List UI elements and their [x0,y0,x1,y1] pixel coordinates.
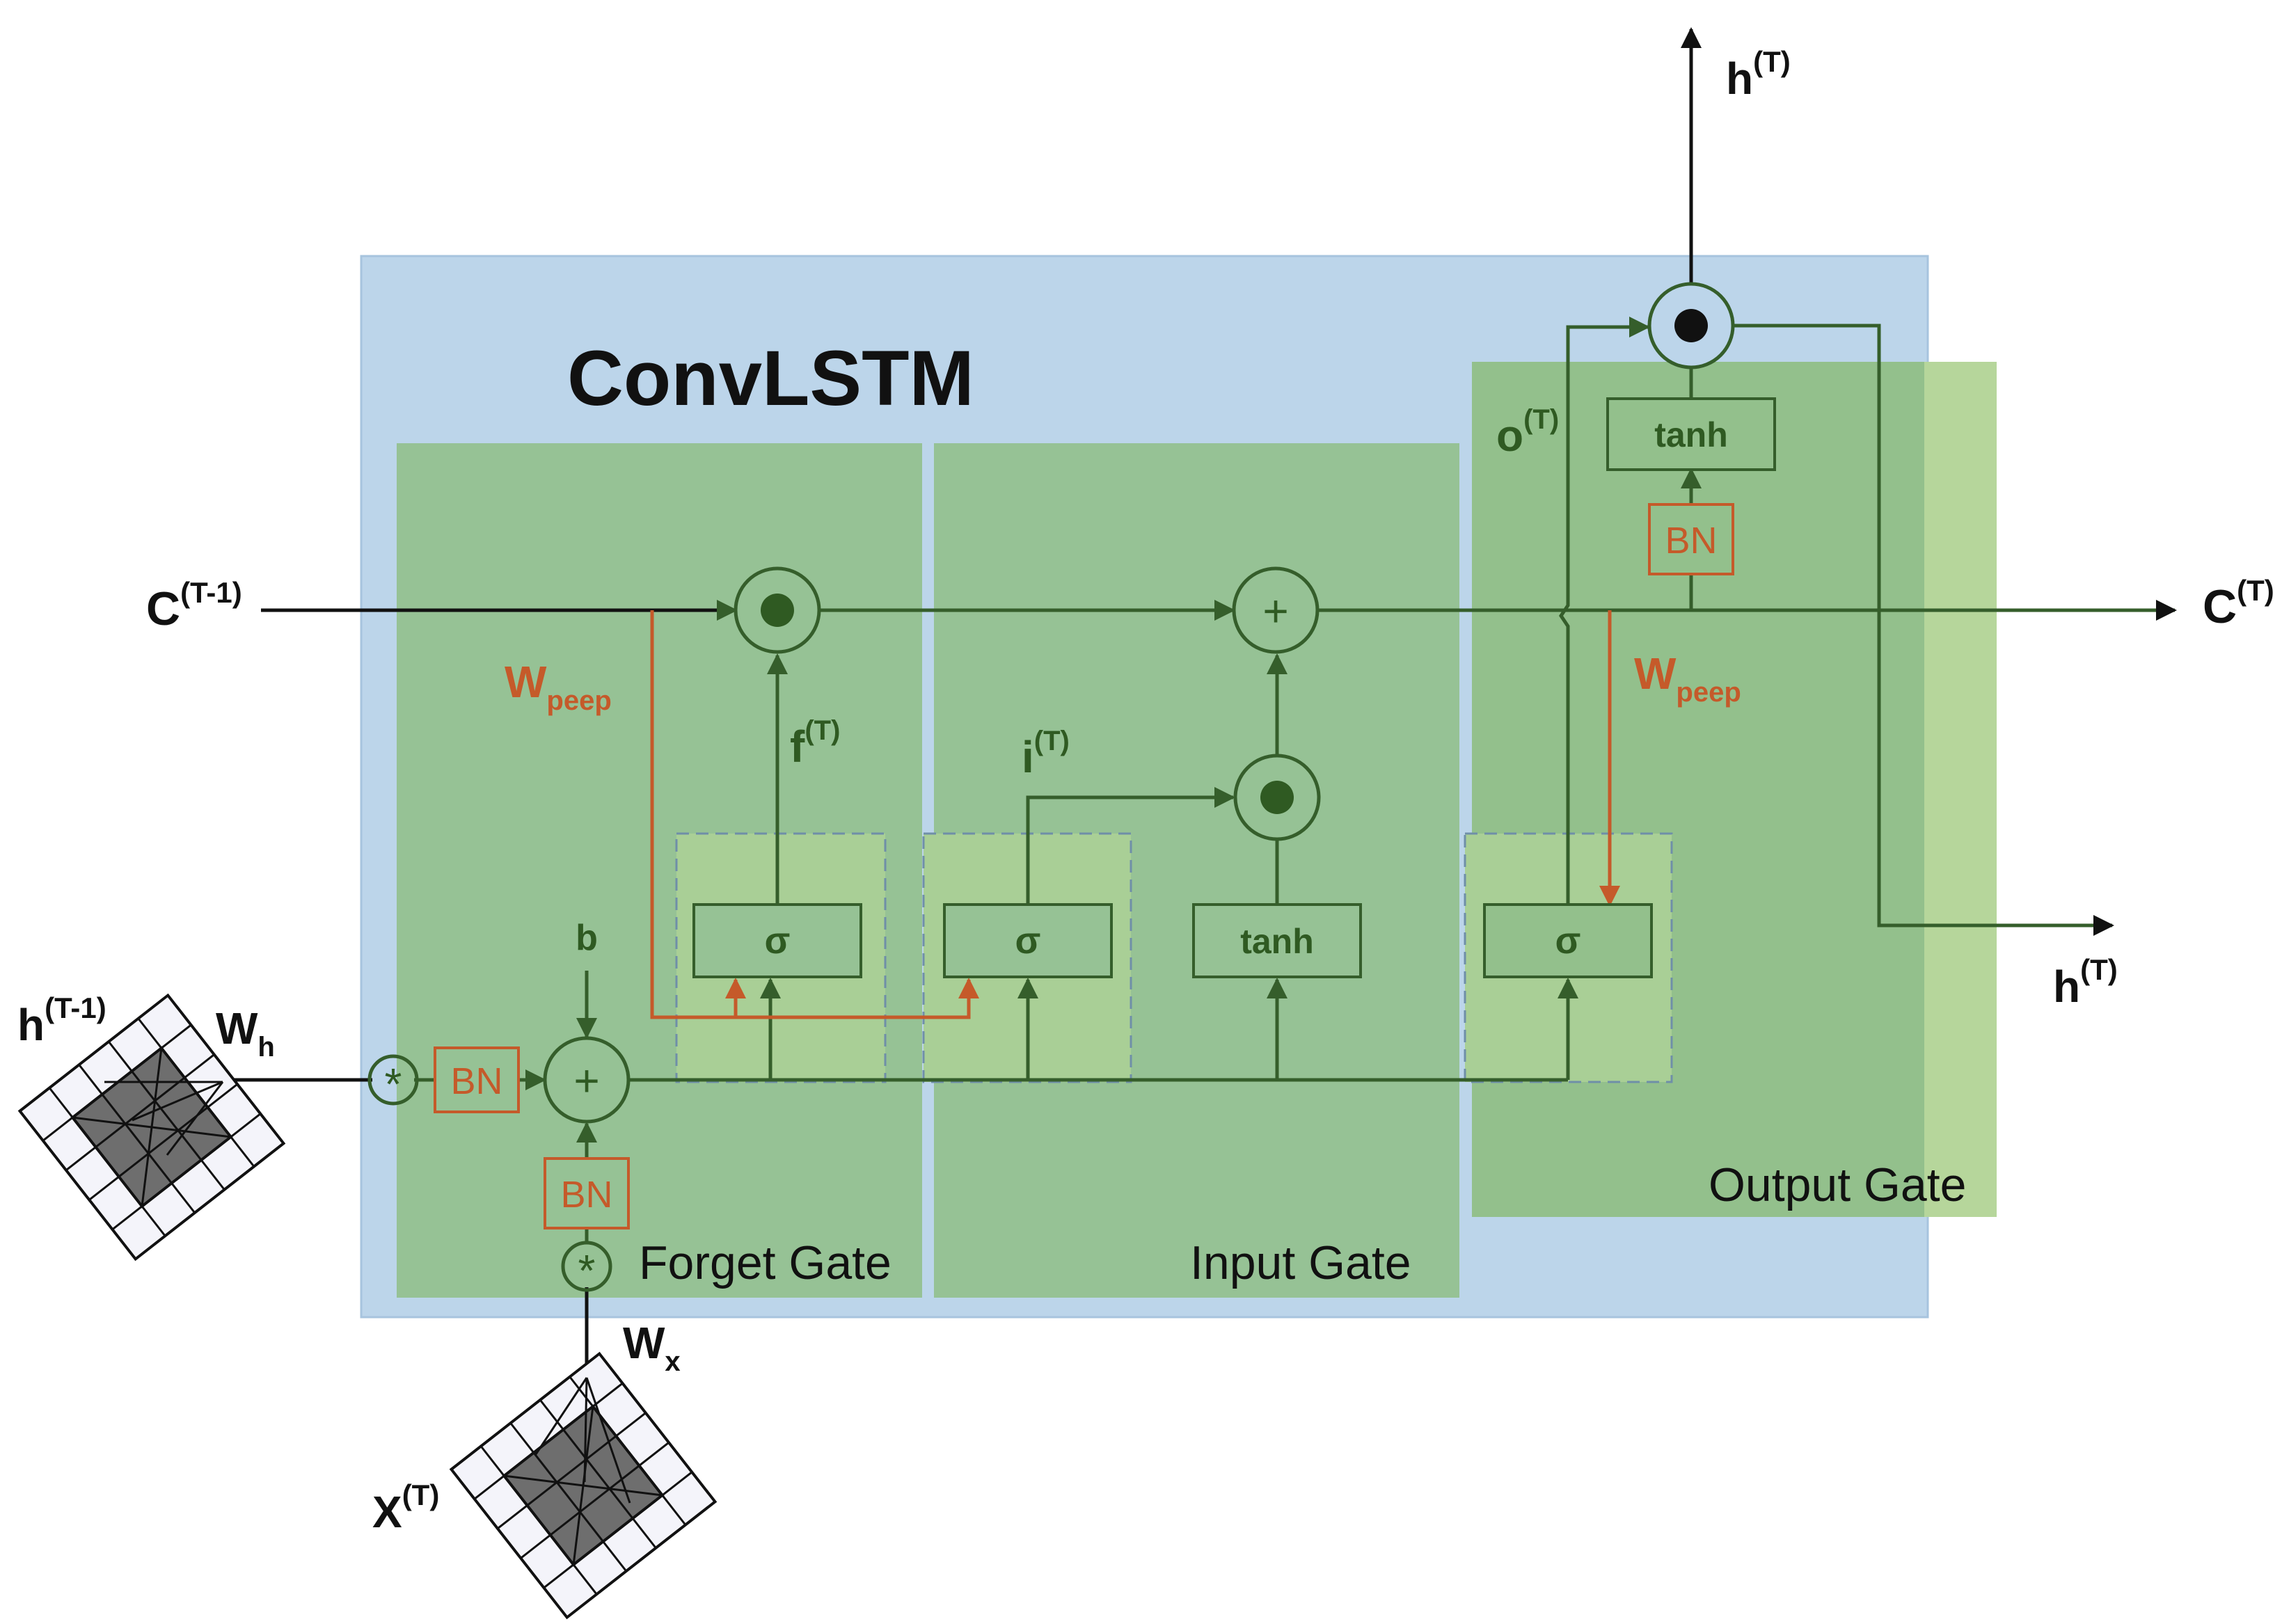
x-kernel-projection-2 [583,1377,588,1483]
svg-text:tanh: tanh [1240,922,1314,961]
h-out-top-label: h(T) [1726,45,1791,104]
i-line [1026,787,1235,905]
h-prev-label: h(T-1) [17,992,106,1050]
svg-text:*: * [578,1245,596,1296]
bn-box-cell: BN [1648,503,1734,575]
x-kernel-projection-1 [534,1377,588,1455]
input-multiply-node [1233,754,1321,841]
x-kernel-projection-3 [585,1377,631,1504]
f-label: f(T) [790,715,840,772]
w-peep-label-1: Wpeep [505,657,612,716]
w-peep-label-2: Wpeep [1634,648,1741,708]
output-sigma-box: σ [1483,903,1653,978]
x-conv-node: * [561,1241,612,1296]
x-kernel-grid-icon [449,1351,718,1620]
svg-text:BN: BN [450,1060,502,1102]
input-tanh-box: tanh [1192,903,1362,978]
forget-sigma-box: σ [692,903,862,978]
sum-plus-node: + [543,1036,631,1124]
svg-text:tanh: tanh [1654,415,1728,454]
x-in-label: X(T) [372,1479,439,1537]
input-gate-label: Input Gate [1190,1236,1411,1289]
h-conv-node: * [367,1054,419,1109]
peephole-forget-input-line [650,610,979,1019]
cell-plus-node: + [1232,566,1320,654]
diagram-title: ConvLSTM [567,335,974,422]
h-kernel-projection-3 [166,1081,224,1156]
h-out-right-label: h(T) [2053,953,2118,1012]
c-prev-label: C(T-1) [146,576,242,635]
w-x-label: Wx [623,1318,681,1377]
svg-text:σ: σ [765,920,791,962]
i-label: i(T) [1022,726,1070,782]
bn-box-x: BN [544,1157,630,1229]
svg-text:σ: σ [1555,920,1581,962]
svg-text:*: * [385,1059,402,1109]
output-gate-label: Output Gate [1709,1159,1966,1211]
output-multiply-node [1647,282,1735,369]
o-label: o(T) [1496,404,1559,461]
input-sigma-box: σ [943,903,1113,978]
h-kernel-grid-icon [17,993,286,1261]
c-out-label: C(T) [2203,574,2274,633]
svg-text:BN: BN [1665,520,1717,562]
w-h-label: Wh [216,1003,275,1062]
cell-tanh-box: tanh [1606,397,1776,471]
bias-label: b [576,918,598,958]
svg-text:BN: BN [560,1174,612,1216]
forget-multiply-node [734,566,821,654]
bn-box-h: BN [434,1046,520,1113]
o-line [1558,317,1650,905]
h-kernel-projection-2 [132,1081,223,1122]
svg-text:σ: σ [1015,920,1041,962]
svg-text:+: + [1262,586,1288,636]
h-out-right-line [1733,324,2114,936]
output-gate-panel [1472,362,1924,1217]
svg-text:+: + [573,1056,599,1106]
forget-gate-label: Forget Gate [639,1236,892,1289]
